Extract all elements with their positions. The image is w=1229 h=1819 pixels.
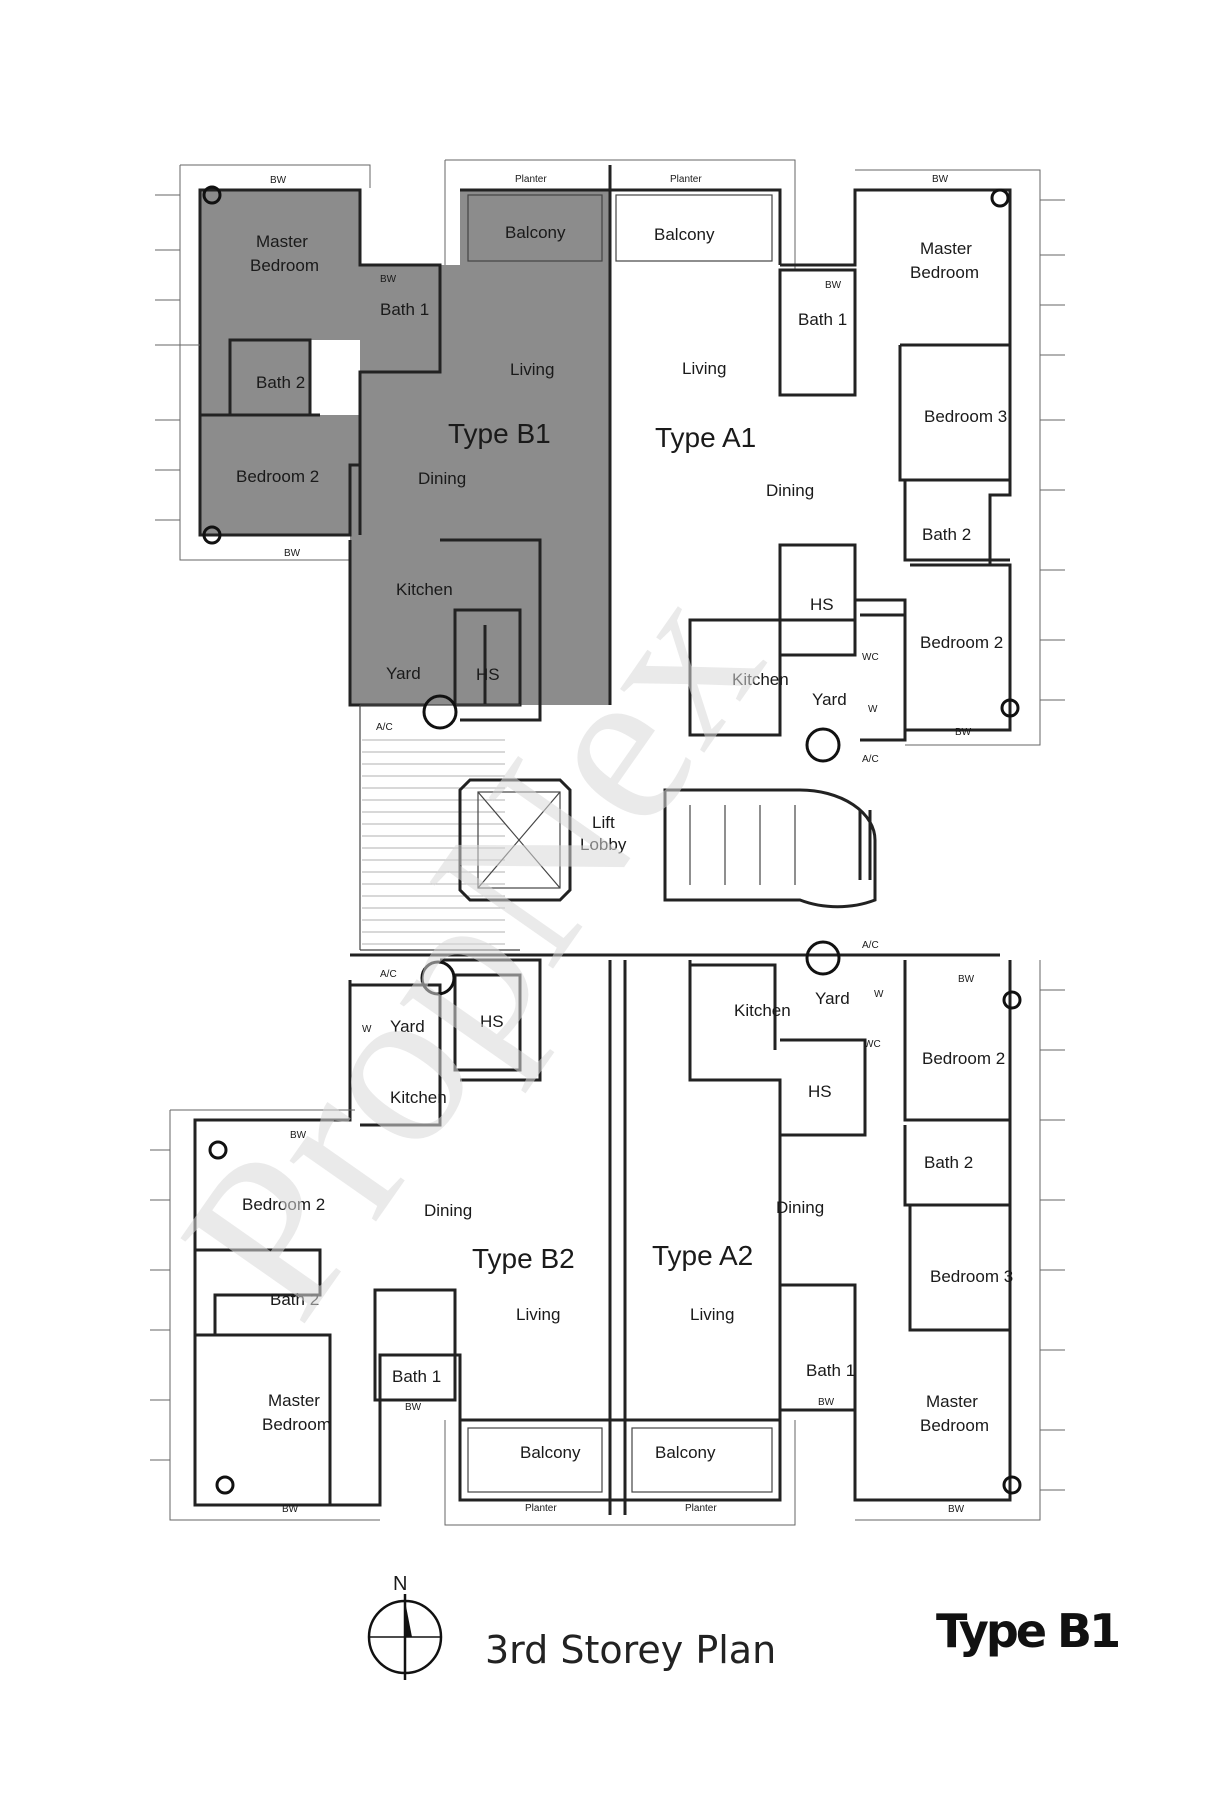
a1-bedroom3: Bedroom 3 xyxy=(924,407,1007,426)
a1-hs: HS xyxy=(810,595,834,614)
a1-master-bedroom-line2: Bedroom xyxy=(910,263,979,282)
a2-ac: A/C xyxy=(862,940,879,951)
a1-bw-top: BW xyxy=(932,174,949,185)
a2-yard: Yard xyxy=(815,989,850,1008)
b1-dining: Dining xyxy=(418,469,466,488)
a2-bw-bath: BW xyxy=(818,1397,835,1408)
stair-core xyxy=(663,788,877,909)
a1-planter: Planter xyxy=(670,174,702,185)
lift-lobby-line2: Lobby xyxy=(580,835,627,854)
a2-bath1: Bath 1 xyxy=(806,1361,855,1380)
b1-master-bedroom-line2: Bedroom xyxy=(250,256,319,275)
a1-yard: Yard xyxy=(812,690,847,709)
lift-shaft xyxy=(458,778,572,902)
a2-master-bedroom-line1: Master xyxy=(926,1392,978,1411)
a1-kitchen: Kitchen xyxy=(732,670,789,689)
b1-bath2: Bath 2 xyxy=(256,373,305,392)
unit-label-b2: Type B2 xyxy=(472,1243,575,1274)
unit-label-a1: Type A1 xyxy=(655,422,756,453)
a1-dining: Dining xyxy=(766,481,814,500)
b2-w: W xyxy=(362,1024,372,1035)
a1-bath1: Bath 1 xyxy=(798,310,847,329)
b2-kitchen: Kitchen xyxy=(390,1088,447,1107)
lift-lobby-line1: Lift xyxy=(592,813,615,832)
b1-bath1: Bath 1 xyxy=(380,300,429,319)
b2-bw-bottom: BW xyxy=(282,1504,299,1515)
b2-ac: A/C xyxy=(380,969,397,980)
type-tag: Type B1 xyxy=(936,1604,1121,1658)
a2-kitchen: Kitchen xyxy=(734,1001,791,1020)
b2-master-bedroom-line2: Bedroom xyxy=(262,1415,331,1434)
north-arrow-icon xyxy=(367,1594,443,1680)
a2-w: W xyxy=(874,989,884,1000)
b2-yard: Yard xyxy=(390,1017,425,1036)
north-label: N xyxy=(393,1573,407,1595)
b2-hs: HS xyxy=(480,1012,504,1031)
plan-title: 3rd Storey Plan xyxy=(485,1628,777,1672)
a2-master-bedroom-line2: Bedroom xyxy=(920,1416,989,1435)
a2-dining: Dining xyxy=(776,1198,824,1217)
unit-label-b1: Type B1 xyxy=(448,418,551,449)
a1-wc: WC xyxy=(862,652,879,663)
a2-hs: HS xyxy=(808,1082,832,1101)
b1-living: Living xyxy=(510,360,554,379)
b2-bedroom2: Bedroom 2 xyxy=(242,1195,325,1214)
a1-w: W xyxy=(868,704,878,715)
b2-balcony: Balcony xyxy=(520,1443,581,1462)
b2-dining: Dining xyxy=(424,1201,472,1220)
a1-bw-bottom: BW xyxy=(955,727,972,738)
a1-bath2: Bath 2 xyxy=(922,525,971,544)
b1-yard: Yard xyxy=(386,664,421,683)
a1-ac: A/C xyxy=(862,754,879,765)
b1-bw-bottom: BW xyxy=(284,548,301,559)
b2-bath1: Bath 1 xyxy=(392,1367,441,1386)
b1-kitchen: Kitchen xyxy=(396,580,453,599)
b1-planter: Planter xyxy=(515,174,547,185)
b1-bw-top: BW xyxy=(270,175,287,186)
a1-bedroom2: Bedroom 2 xyxy=(920,633,1003,652)
a1-master-bedroom-line1: Master xyxy=(920,239,972,258)
a2-bedroom3: Bedroom 3 xyxy=(930,1267,1013,1286)
b1-bw-bath: BW xyxy=(380,274,397,285)
b1-balcony: Balcony xyxy=(505,223,566,242)
a1-balcony: Balcony xyxy=(654,225,715,244)
unit-label-a2: Type A2 xyxy=(652,1240,753,1271)
b2-planter: Planter xyxy=(525,1503,557,1514)
a2-bedroom2: Bedroom 2 xyxy=(922,1049,1005,1068)
unit-b1-highlight xyxy=(200,190,610,705)
b2-master-bedroom-line1: Master xyxy=(268,1391,320,1410)
b2-bw-top: BW xyxy=(290,1130,307,1141)
b2-living: Living xyxy=(516,1305,560,1324)
a1-bw-bath: BW xyxy=(825,280,842,291)
a2-bw-top: BW xyxy=(958,974,975,985)
b1-hs: HS xyxy=(476,665,500,684)
b1-bedroom2: Bedroom 2 xyxy=(236,467,319,486)
a2-living: Living xyxy=(690,1305,734,1324)
b1-master-bedroom-line1: Master xyxy=(256,232,308,251)
a2-bw-bottom: BW xyxy=(948,1504,965,1515)
b1-ac: A/C xyxy=(376,722,393,733)
a2-bath2: Bath 2 xyxy=(924,1153,973,1172)
stair-hatch xyxy=(362,739,505,945)
b2-bath2: Bath 2 xyxy=(270,1290,319,1309)
a1-living: Living xyxy=(682,359,726,378)
a2-wc: WC xyxy=(864,1039,881,1050)
a2-balcony: Balcony xyxy=(655,1443,716,1462)
b2-bw-bath: BW xyxy=(405,1402,422,1413)
corner-columns xyxy=(202,185,1022,1495)
a2-planter: Planter xyxy=(685,1503,717,1514)
building-walls xyxy=(150,159,1065,1526)
